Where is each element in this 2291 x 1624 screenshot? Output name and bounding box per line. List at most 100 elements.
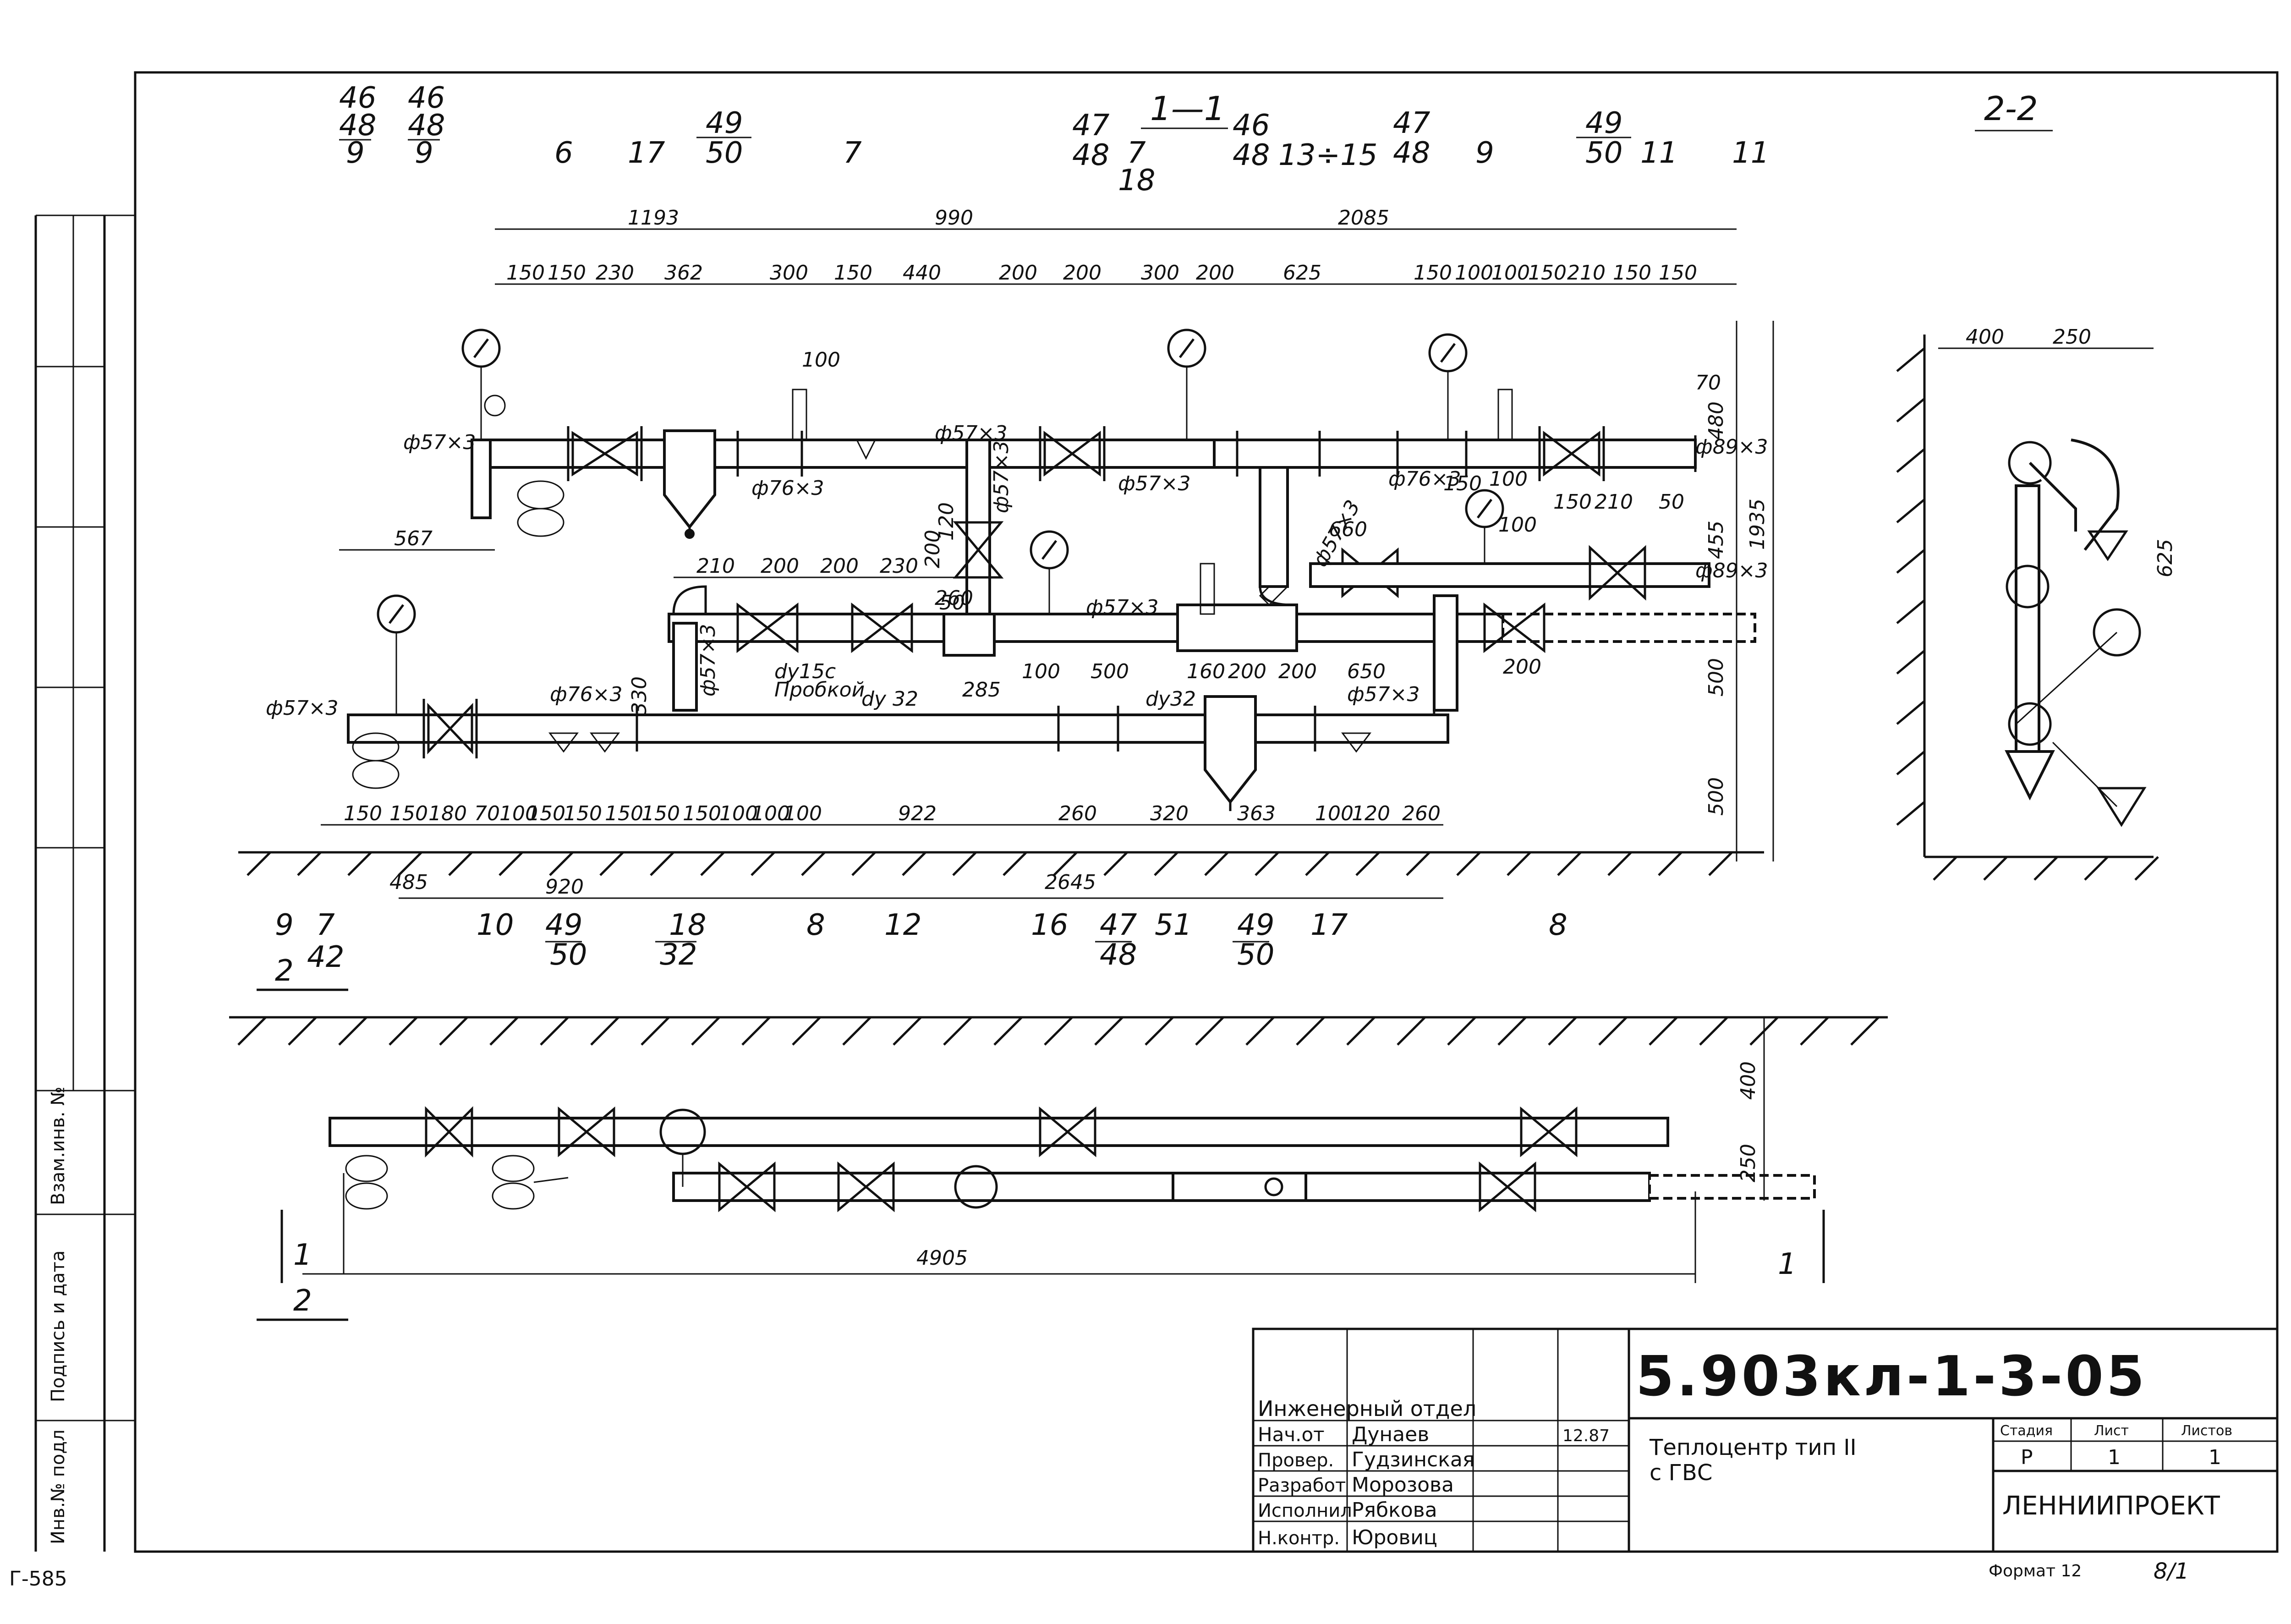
callout-bot-8b: 8 bbox=[1549, 908, 1568, 942]
dim-160: 160 bbox=[1187, 660, 1225, 683]
hatch-mark bbox=[389, 1016, 418, 1046]
dim-bot-seg-14: 260 bbox=[1058, 802, 1097, 825]
dimension-text: 1193 990 2085 150 150 230 362 300 150 44… bbox=[344, 206, 2177, 899]
callouts-top: 46 48 9 46 48 9 6 17 49 50 7 47 48 7 18 … bbox=[339, 81, 1769, 198]
hatch-mark bbox=[1456, 851, 1481, 876]
hatch-mark bbox=[1658, 851, 1683, 876]
dim-500b: 500 bbox=[1705, 777, 1728, 816]
title-block: 5.903кл-1-3-05 Теплоцентр тип II с ГВС И… bbox=[1252, 1328, 2279, 1553]
callout-top-9b: 9 bbox=[415, 136, 433, 170]
dim-660: 660 bbox=[1329, 518, 1367, 541]
callout-bot-16: 16 bbox=[1031, 908, 1068, 942]
hatch-mark bbox=[398, 851, 422, 876]
dim-top-seg-1: 150 bbox=[548, 261, 586, 285]
dim-bot-seg-7: 150 bbox=[605, 802, 643, 825]
pipe-label-5: ф89×3 bbox=[1695, 435, 1768, 459]
hatch-mark bbox=[1598, 1016, 1628, 1046]
dim-bot-seg-4: 100 bbox=[499, 802, 538, 825]
callout-top-7b: 7 bbox=[1127, 136, 1146, 170]
dim-500a: 500 bbox=[1705, 658, 1728, 697]
dim-200b: 200 bbox=[1278, 660, 1317, 683]
name-3: Рябкова bbox=[1352, 1498, 1437, 1522]
role-4: Н.контр. bbox=[1258, 1528, 1340, 1549]
callout-bot-10: 10 bbox=[477, 908, 514, 942]
hatch-mark bbox=[1896, 599, 1925, 624]
dim-100c: 100 bbox=[1498, 513, 1537, 537]
cut-1-right: 1 bbox=[1778, 1247, 1797, 1281]
stamp-inv-podl: Инв.№ подл bbox=[48, 1429, 69, 1544]
hatch-mark bbox=[1154, 851, 1178, 876]
hatch-mark bbox=[247, 851, 271, 876]
hatch-mark bbox=[1933, 856, 1957, 881]
hatch-mark bbox=[297, 851, 322, 876]
hatch-mark bbox=[851, 851, 876, 876]
dim-990: 990 bbox=[935, 206, 973, 230]
dim-bot-seg-2: 180 bbox=[428, 802, 467, 825]
title-line-2: с ГВС bbox=[1650, 1460, 1712, 1486]
dim-top-seg-6: 440 bbox=[903, 261, 941, 285]
dim-bot-seg-11: 100 bbox=[751, 802, 790, 825]
org-name: ЛЕННИИПРОЕКТ bbox=[2002, 1491, 2220, 1521]
dim-mid-seg-4: 260 bbox=[935, 587, 973, 610]
hatch-mark bbox=[943, 1016, 972, 1046]
callout-bot-9: 9 bbox=[275, 908, 294, 942]
plan-dim-4905: 4905 bbox=[916, 1246, 968, 1270]
dim-mid-500: 500 bbox=[1091, 660, 1129, 683]
callout-top-48c: 48 bbox=[1072, 138, 1109, 172]
dim-2085: 2085 bbox=[1338, 206, 1389, 230]
dim-2645: 2645 bbox=[1045, 871, 1096, 894]
hatch-mark bbox=[1896, 801, 1925, 826]
hatch-mark bbox=[1195, 1016, 1224, 1046]
dim-bot-seg-17: 100 bbox=[1315, 802, 1354, 825]
dim-bot-seg-19: 260 bbox=[1402, 802, 1441, 825]
dim-top-seg-18: 150 bbox=[1659, 261, 1697, 285]
hatch-mark bbox=[288, 1016, 317, 1046]
dim-mid-100: 100 bbox=[1022, 660, 1060, 683]
hatch-mark bbox=[952, 851, 977, 876]
dim-bot-seg-12: 100 bbox=[784, 802, 822, 825]
dim-top-seg-17: 150 bbox=[1613, 261, 1651, 285]
dim-top-seg-15: 150 bbox=[1528, 261, 1567, 285]
pipe-label-8: ф76×3 bbox=[550, 683, 622, 706]
callout-bot-17: 17 bbox=[1310, 908, 1348, 942]
callout-top-47: 47 bbox=[1072, 109, 1110, 143]
callout-top-48e: 48 bbox=[1393, 136, 1430, 170]
dim-bot-seg-0: 150 bbox=[344, 802, 382, 825]
floor-hatching bbox=[229, 335, 2154, 1019]
name-2: Морозова bbox=[1352, 1473, 1454, 1497]
dim-top-seg-5: 150 bbox=[834, 261, 872, 285]
name-1: Гудзинская bbox=[1352, 1448, 1474, 1471]
dim-50: 50 bbox=[1659, 490, 1684, 514]
callout-top-11b: 11 bbox=[1732, 136, 1769, 170]
dim-top-seg-13: 100 bbox=[1455, 261, 1493, 285]
hatch-mark bbox=[347, 851, 372, 876]
hatch-mark bbox=[1245, 1016, 1275, 1046]
hatch-mark bbox=[1896, 398, 1925, 422]
hatch-mark bbox=[1699, 1016, 1728, 1046]
callout-top-50b: 50 bbox=[1585, 136, 1622, 170]
dim-100a: 100 bbox=[802, 348, 840, 372]
dim-bot-seg-5: 150 bbox=[527, 802, 565, 825]
sheets-value: 1 bbox=[2209, 1446, 2221, 1469]
section-2-2-title: 2-2 bbox=[1984, 89, 2038, 128]
hatch-mark bbox=[1406, 851, 1431, 876]
pipe-label-3: ф57×3 bbox=[935, 422, 1007, 445]
callout-top-48a: 48 bbox=[339, 109, 376, 143]
middle-pipe-run bbox=[668, 439, 1756, 735]
hatch-mark bbox=[801, 851, 826, 876]
hatch-mark bbox=[540, 1016, 569, 1046]
stamp-podpis-data: Подпись и дата bbox=[48, 1251, 69, 1402]
sheet-header: Лист bbox=[2094, 1423, 2129, 1439]
callout-bot-51: 51 bbox=[1155, 908, 1192, 942]
role-1: Провер. bbox=[1258, 1450, 1334, 1471]
hatch-mark bbox=[1346, 1016, 1376, 1046]
stage-header: Стадия bbox=[2000, 1423, 2053, 1439]
role-3: Исполнил bbox=[1258, 1500, 1352, 1521]
callout-top-1315: 13÷15 bbox=[1278, 138, 1378, 172]
callout-bot-18: 18 bbox=[669, 908, 706, 942]
hatch-mark bbox=[1896, 751, 1925, 775]
sheet-corner-mark: 8/1 bbox=[2154, 1558, 2189, 1584]
hatch-mark bbox=[1255, 851, 1279, 876]
pipe-label-14: ф76×3 bbox=[1388, 467, 1461, 491]
